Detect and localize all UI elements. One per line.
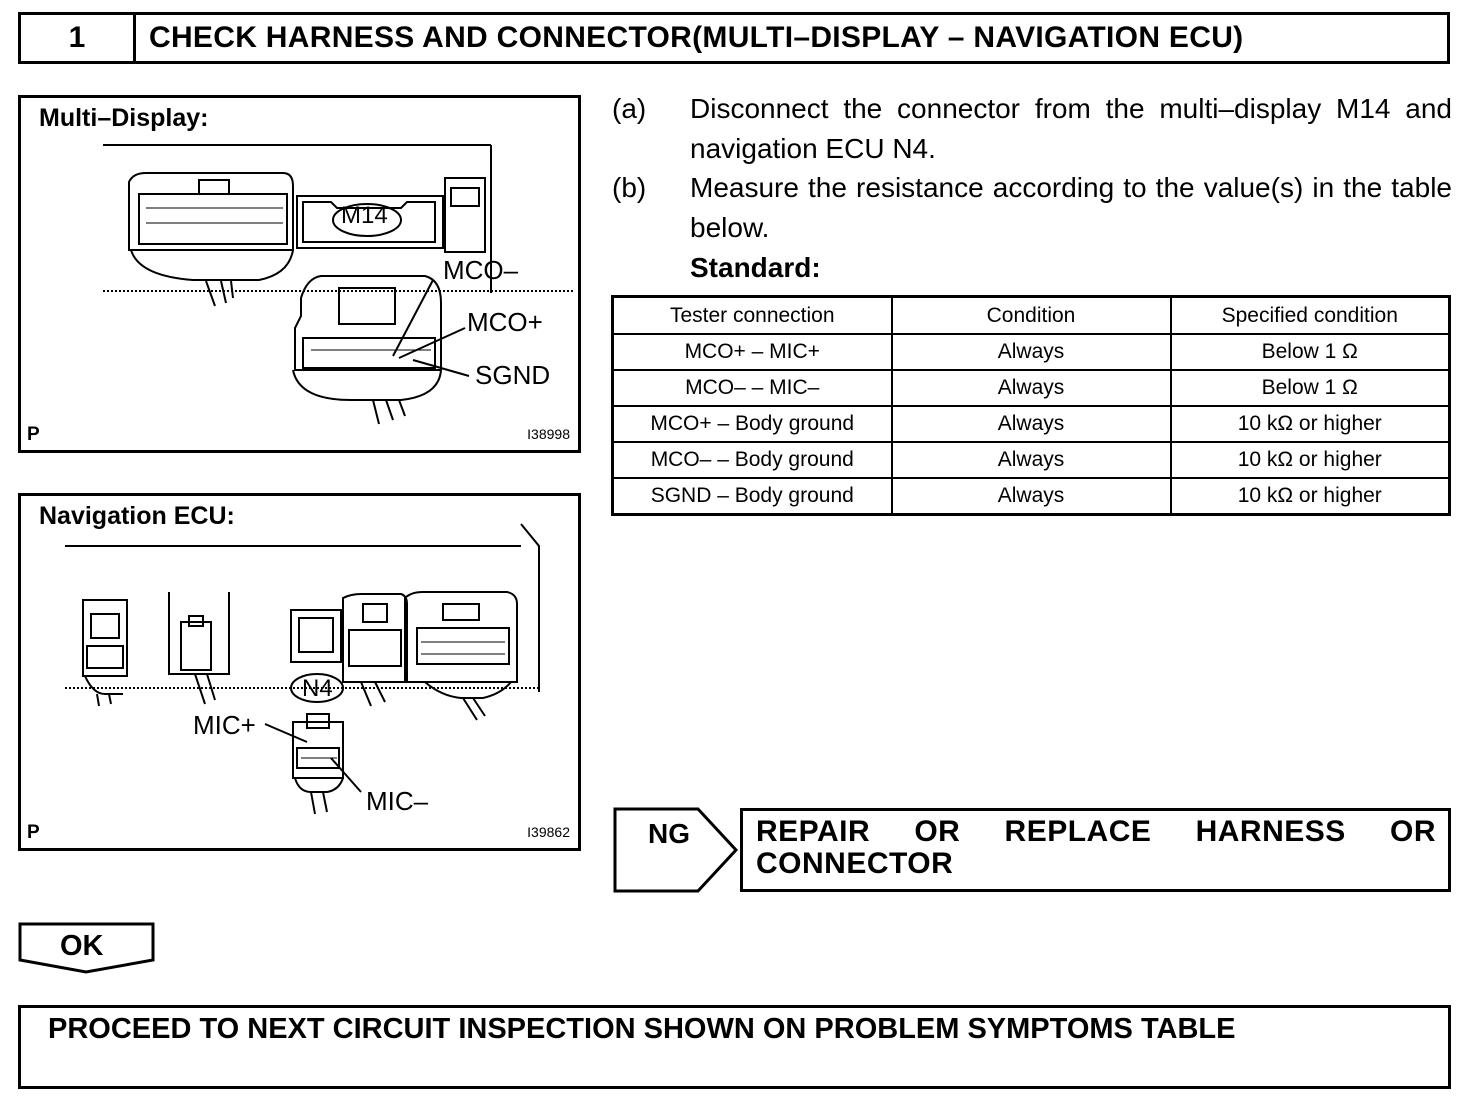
standard-label: Standard: [690, 252, 821, 283]
step-number: 1 [21, 15, 136, 61]
table-header: Condition [890, 295, 1172, 335]
table-cell: 10 kΩ or higher [1169, 405, 1451, 443]
step-title: CHECK HARNESS AND CONNECTOR(MULTI–DISPLA… [149, 21, 1244, 54]
table-header: Specified condition [1169, 295, 1451, 335]
ng-result-box [740, 808, 1451, 892]
ng-label: NG [648, 818, 690, 849]
table-row: SGND – Body ground Always 10 kΩ or highe… [611, 477, 1451, 516]
table-cell: MCO– – MIC– [611, 369, 893, 407]
multi-display-illustration [103, 144, 575, 425]
ng-result-text: REPAIR OR REPLACE HARNESS OR CONNECTOR [756, 815, 1436, 880]
ok-result-box [18, 1005, 1451, 1089]
table-row: MCO+ – MIC+ Always Below 1 Ω [611, 333, 1451, 371]
mco-minus-label: MCO– [443, 255, 519, 285]
table-cell: MCO– – Body ground [611, 441, 893, 479]
table-row: MCO– – MIC– Always Below 1 Ω [611, 369, 1451, 407]
ng-arrow-box [613, 807, 739, 893]
table-cell: Below 1 Ω [1169, 369, 1451, 407]
table-cell: MCO+ – MIC+ [611, 333, 893, 371]
table-cell: Below 1 Ω [1169, 333, 1451, 371]
mic-minus-label: MIC– [366, 786, 429, 816]
table-cell: Always [890, 477, 1172, 516]
table-cell: 10 kΩ or higher [1169, 477, 1451, 516]
table-header-row: Tester connection Condition Specified co… [611, 295, 1451, 335]
mco-plus-label: MCO+ [467, 307, 543, 337]
table-row: MCO+ – Body ground Always 10 kΩ or highe… [611, 405, 1451, 443]
figure-id: I39862 [527, 824, 570, 840]
step-a-text: Disconnect the connector from the multi–… [690, 93, 1452, 164]
connector-n4-label: N4 [302, 675, 333, 702]
table-row: MCO– – Body ground Always 10 kΩ or highe… [611, 441, 1451, 479]
connector-m14-label: M14 [341, 202, 388, 229]
sgnd-label: SGND [475, 360, 551, 390]
figure-id: I38998 [527, 426, 570, 442]
table-cell: SGND – Body ground [611, 477, 893, 516]
step-b-letter: (b) [612, 172, 647, 203]
mic-plus-label: MIC+ [193, 710, 256, 740]
multi-display-diagram: Multi–Display: M14 MCO– MCO+ SGND P I389… [18, 95, 581, 453]
corner-letter: P [27, 424, 40, 445]
multi-display-title: Multi–Display: [39, 104, 209, 132]
table-cell: Always [890, 405, 1172, 443]
standard-table: Tester connection Condition Specified co… [611, 295, 1451, 516]
navigation-ecu-diagram: Navigation ECU: N4 MIC+ MIC– P I39862 [18, 493, 581, 851]
table-cell: Always [890, 369, 1172, 407]
navigation-ecu-illustration [65, 523, 540, 815]
ok-arrow-box [18, 922, 155, 974]
ok-result-text: PROCEED TO NEXT CIRCUIT INSPECTION SHOWN… [48, 1013, 1236, 1045]
navigation-ecu-title: Navigation ECU: [39, 502, 235, 530]
step-header: 1 CHECK HARNESS AND CONNECTOR(MULTI–DISP… [18, 12, 1450, 64]
table-cell: Always [890, 333, 1172, 371]
step-a-letter: (a) [612, 93, 647, 124]
table-header: Tester connection [611, 295, 893, 335]
table-cell: MCO+ – Body ground [611, 405, 893, 443]
corner-letter: P [27, 822, 40, 843]
ok-label: OK [60, 930, 104, 962]
step-b-text: Measure the resistance according to the … [690, 172, 1452, 243]
table-cell: Always [890, 441, 1172, 479]
table-cell: 10 kΩ or higher [1169, 441, 1451, 479]
